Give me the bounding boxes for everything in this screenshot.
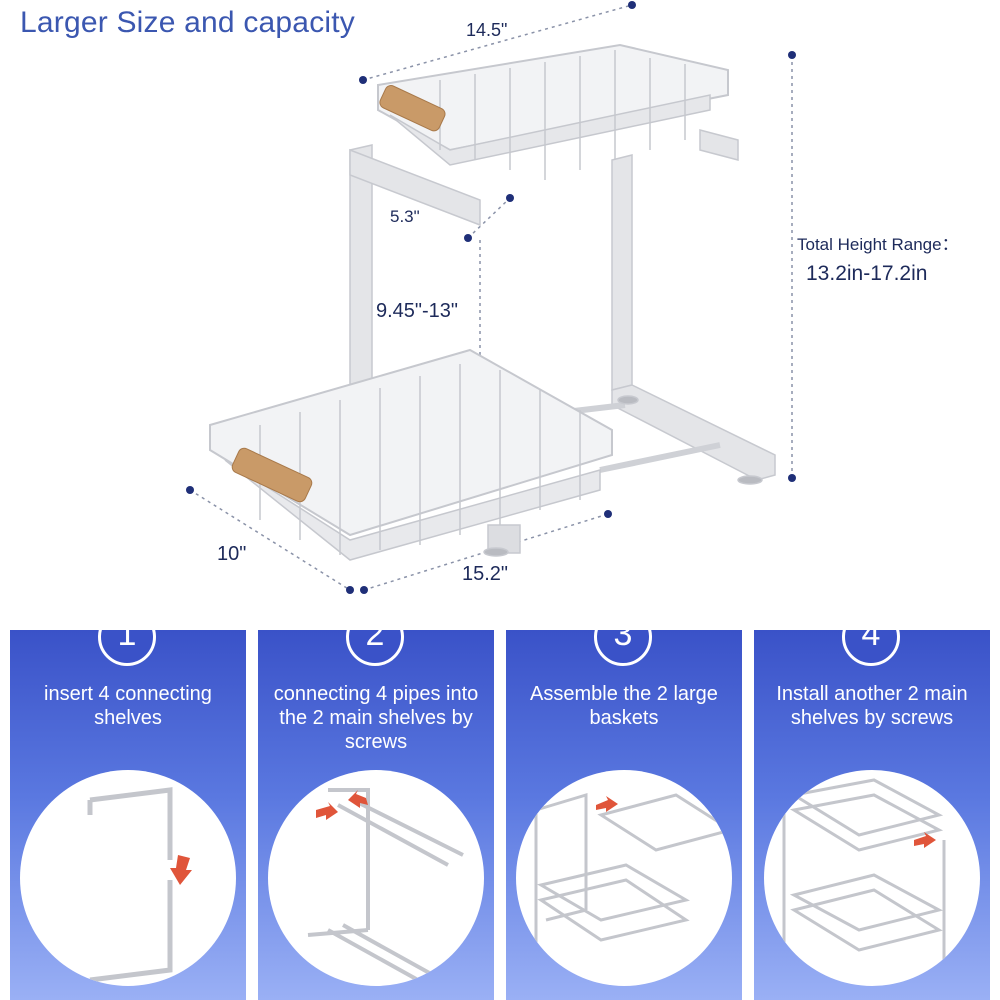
step-panel-2: 2 connecting 4 pipes into the 2 main she… xyxy=(258,630,494,1000)
headline: Larger Size and capacity xyxy=(20,6,355,39)
top-depth-dimension: 5.3" xyxy=(390,207,420,226)
total-height-label: Total Height Range： xyxy=(797,235,959,254)
step-detail-image xyxy=(516,770,732,986)
step-number-badge: 4 xyxy=(842,630,900,666)
step-number: 2 xyxy=(365,630,385,653)
arrow-icon xyxy=(348,790,368,808)
step-detail-image xyxy=(268,770,484,986)
arrow-icon xyxy=(596,796,618,812)
step-panel-1: 1 insert 4 connecting shelves xyxy=(10,630,246,1000)
bottom-width-dimension: 15.2" xyxy=(462,563,509,585)
step-number: 1 xyxy=(117,630,137,653)
arrow-icon xyxy=(170,855,192,885)
bottom-basket xyxy=(209,348,613,561)
step-caption: Install another 2 main shelves by screws xyxy=(776,683,968,729)
step-number: 3 xyxy=(613,630,633,653)
step-panel-3: 3 Assemble the 2 large baskets xyxy=(506,630,742,1000)
step-number-badge: 1 xyxy=(98,630,156,666)
frame-part-illustration xyxy=(87,787,192,983)
step-caption: Assemble the 2 large baskets xyxy=(530,683,718,729)
step-detail-image xyxy=(20,770,236,986)
pipes-illustration xyxy=(307,788,464,982)
step-number-badge: 2 xyxy=(346,630,404,666)
step-detail-image xyxy=(764,770,980,986)
step-caption: connecting 4 pipes into the 2 main shelv… xyxy=(273,683,479,753)
product-illustration xyxy=(186,1,796,594)
step-number-badge: 3 xyxy=(594,630,652,666)
top-basket xyxy=(377,43,729,180)
total-height-value: 13.2in-17.2in xyxy=(806,262,928,285)
baskets-illustration xyxy=(534,792,732,950)
assembled-illustration xyxy=(782,778,965,967)
frame xyxy=(349,129,776,557)
step-number: 4 xyxy=(861,630,881,653)
step-panel-4: 4 Install another 2 main shelves by scre… xyxy=(754,630,990,1000)
arrow-icon xyxy=(316,802,338,820)
gap-height-dimension: 9.45"-13" xyxy=(376,300,459,322)
step-caption: insert 4 connecting shelves xyxy=(44,683,212,729)
top-width-dimension: 14.5" xyxy=(466,20,508,40)
arrow-icon xyxy=(914,832,936,848)
bottom-depth-dimension: 10" xyxy=(217,543,247,565)
